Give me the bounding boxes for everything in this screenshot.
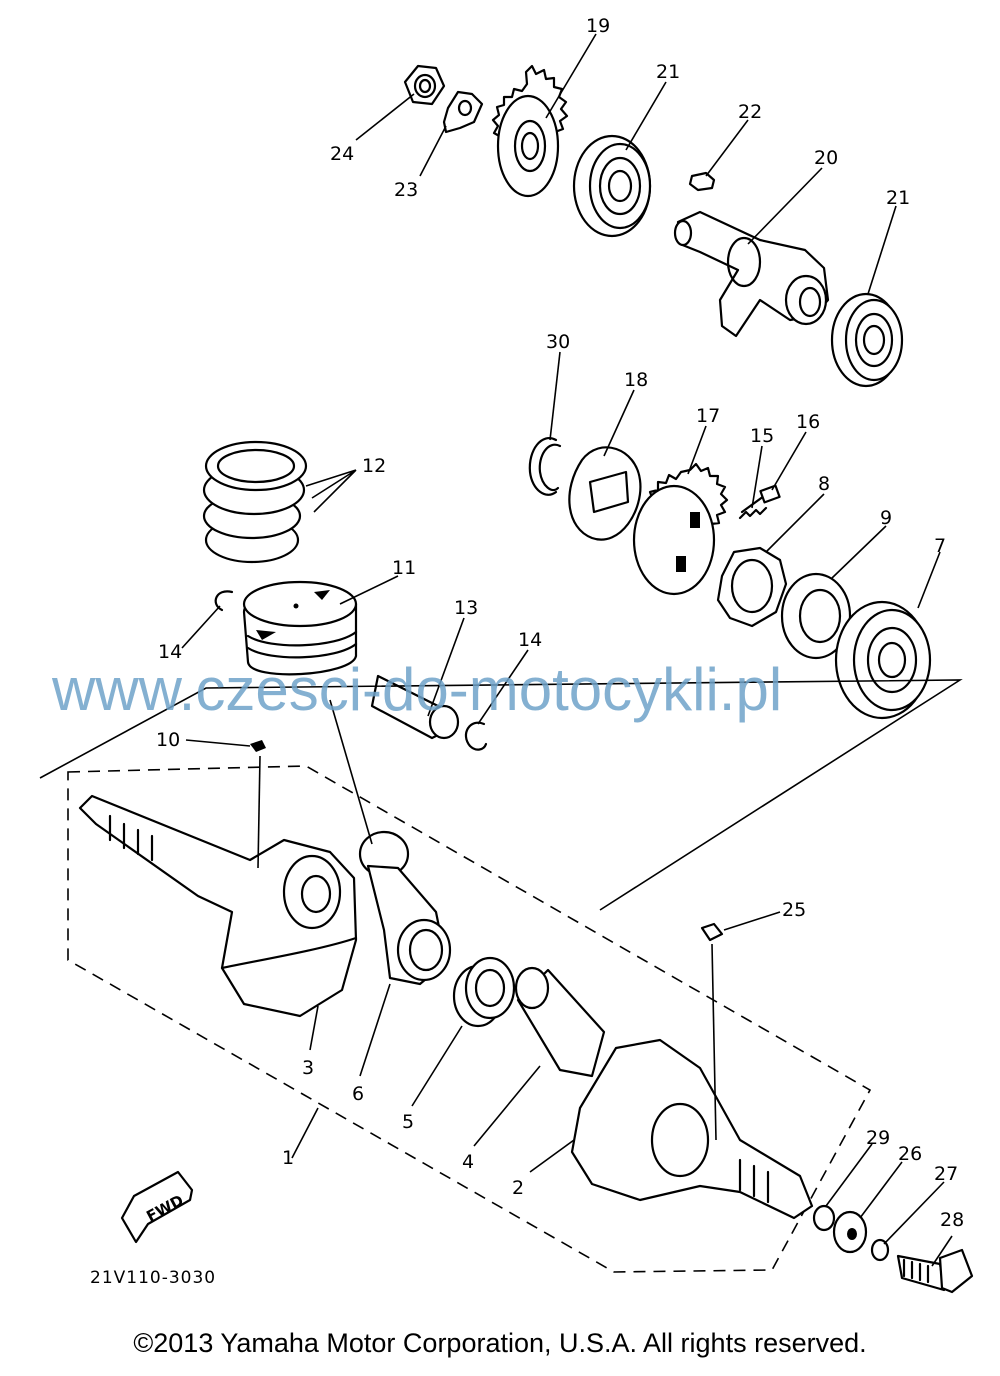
callout-17: 17: [696, 405, 720, 427]
crank-pin-4: [514, 966, 606, 1078]
circlip-14-right: [464, 721, 488, 751]
nut-24: [403, 64, 446, 106]
drawing-code: 21V110-3030: [90, 1268, 216, 1288]
callout-24: 24: [330, 143, 354, 165]
leader-lines: [181, 33, 953, 1267]
bolt-28: [896, 1248, 974, 1294]
callout-15: 15: [750, 425, 774, 447]
callout-labels: 19 21 22 20 21 24 23 30 18 17 15 16 8 9 …: [156, 15, 964, 1231]
callout-9: 9: [880, 507, 892, 529]
callout-18: 18: [624, 369, 648, 391]
callout-30: 30: [546, 331, 570, 353]
callout-6: 6: [352, 1083, 364, 1105]
callout-13: 13: [454, 597, 478, 619]
callout-19: 19: [586, 15, 610, 37]
callout-2: 2: [512, 1177, 524, 1199]
callout-14-left: 14: [158, 641, 182, 663]
callout-3: 3: [302, 1057, 314, 1079]
washer-9: [780, 572, 852, 660]
lock-washer-23: [442, 90, 484, 134]
bearing-21-right: [830, 292, 904, 388]
callout-10: 10: [156, 729, 180, 751]
gear-17: [632, 462, 729, 596]
callout-28: 28: [940, 1209, 964, 1231]
callout-7: 7: [934, 535, 946, 557]
callout-23: 23: [394, 179, 418, 201]
collar-8: [716, 546, 788, 628]
callout-26: 26: [898, 1143, 922, 1165]
watermark: www.czesci-do-motocykli.pl: [51, 656, 782, 723]
callout-4: 4: [462, 1151, 474, 1173]
connecting-rod-6: [358, 830, 452, 986]
callout-22: 22: [738, 101, 762, 123]
bearing-21-upper: [572, 134, 652, 238]
callout-14-right: 14: [518, 629, 542, 651]
needle-bearing-5: [452, 956, 516, 1028]
callout-27: 27: [934, 1163, 958, 1185]
callout-12: 12: [362, 455, 386, 477]
key-25: [700, 922, 724, 942]
callout-21-upper: 21: [656, 61, 680, 83]
lock-washer-27: [870, 1238, 890, 1262]
fwd-arrow-icon: FWD: [120, 1170, 194, 1244]
crank-left-3: [78, 794, 358, 1018]
callout-21-right: 21: [886, 187, 910, 209]
callout-1: 1: [282, 1147, 294, 1169]
key-10: [250, 740, 266, 752]
callout-20: 20: [814, 147, 838, 169]
washer-26: [832, 1210, 868, 1254]
crank-right-2: [570, 1038, 814, 1220]
callout-29: 29: [866, 1127, 890, 1149]
copyright-notice: ©2013 Yamaha Motor Corporation, U.S.A. A…: [133, 1328, 867, 1358]
circlip-30: [528, 437, 562, 496]
key-22: [688, 171, 716, 192]
piston-rings-12: [202, 440, 308, 564]
callout-16: 16: [796, 411, 820, 433]
callout-8: 8: [818, 473, 830, 495]
balancer-gear-19: [491, 64, 569, 198]
callout-11: 11: [392, 557, 416, 579]
piston-11: [242, 580, 358, 676]
o-ring-29: [812, 1204, 836, 1232]
circlip-14-left: [214, 590, 234, 612]
callout-25: 25: [782, 899, 806, 921]
pin-16: [759, 484, 781, 504]
balancer-shaft-20: [673, 210, 830, 338]
callout-5: 5: [402, 1111, 414, 1133]
piston-pin-13: [370, 674, 460, 740]
plate-18: [568, 446, 642, 541]
bearing-7: [834, 600, 932, 720]
